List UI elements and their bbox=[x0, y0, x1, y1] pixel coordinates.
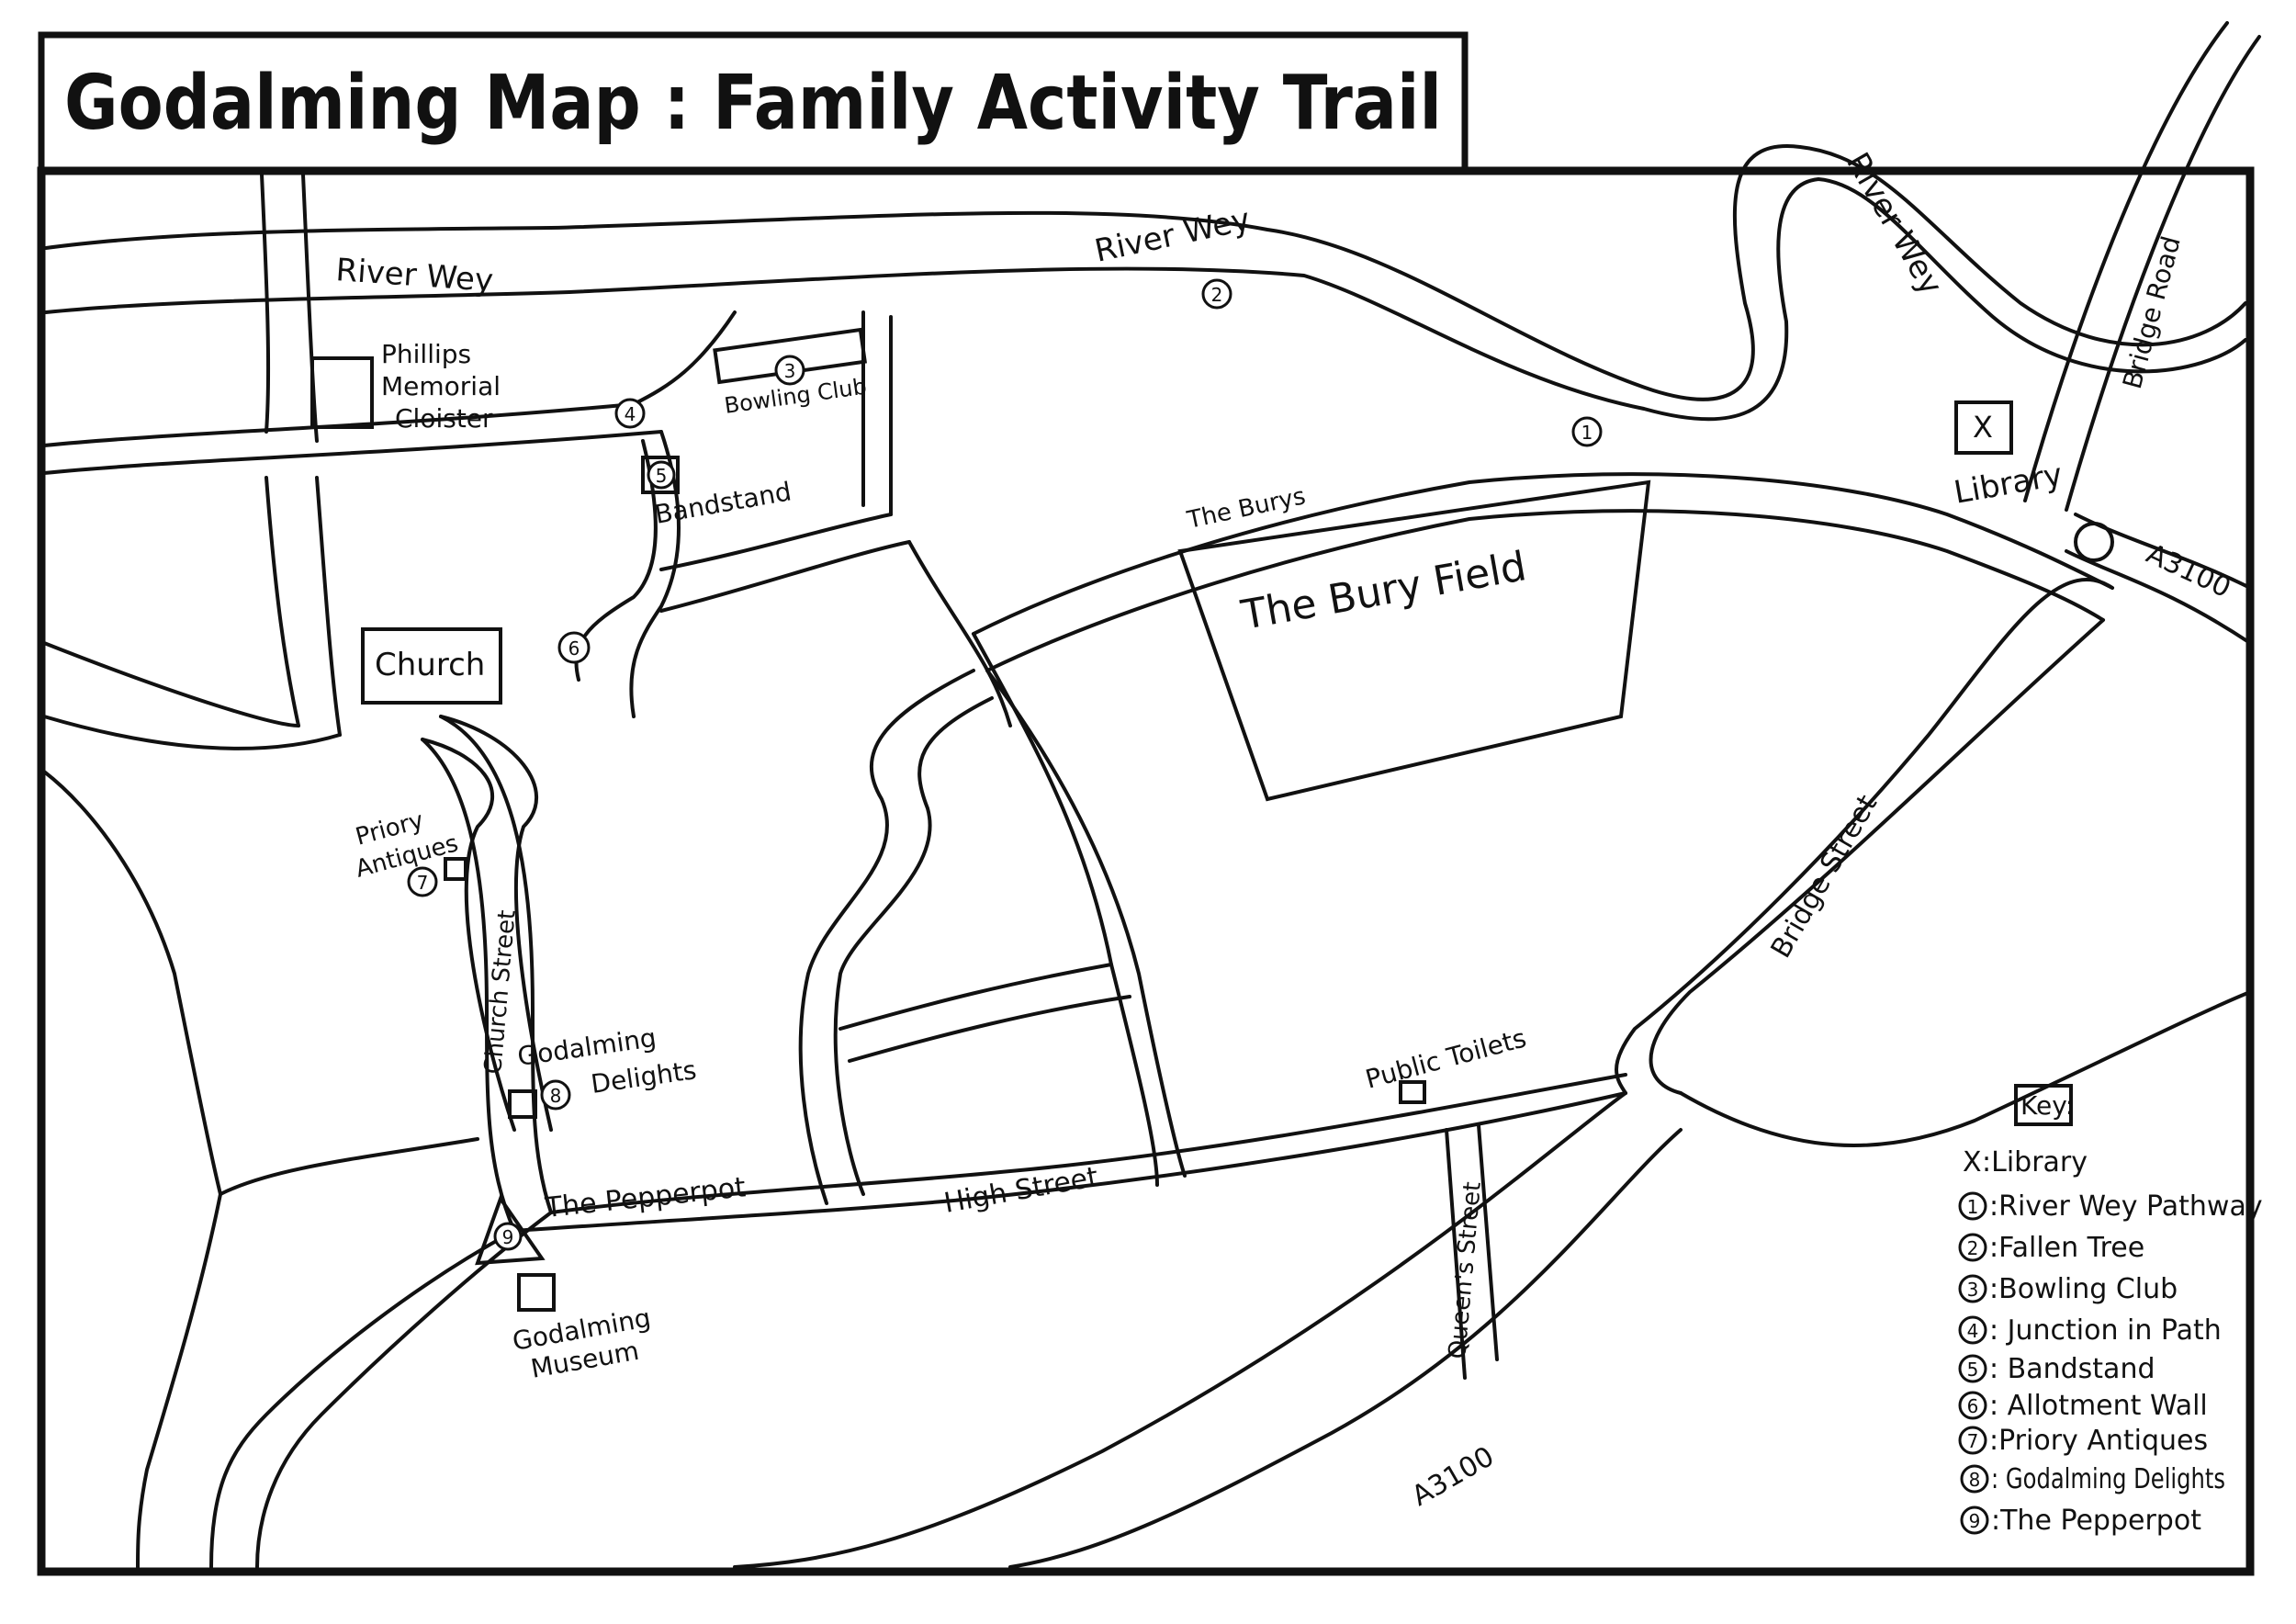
trail-marker-5[interactable]: 5 bbox=[647, 460, 676, 490]
south-west-roads bbox=[42, 770, 553, 1569]
library-mark: X bbox=[1973, 410, 1993, 445]
trail-marker-1[interactable]: 1 bbox=[1571, 416, 1603, 447]
key-item-4: 4 : Junction in Path bbox=[1958, 1314, 2222, 1347]
svg-text:8: 8 bbox=[1969, 1469, 1981, 1491]
svg-text:2: 2 bbox=[1967, 1237, 1979, 1259]
svg-text:: Junction in Path: : Junction in Path bbox=[1989, 1314, 2222, 1347]
phillips-label-line3: Cloister bbox=[395, 403, 493, 434]
key-heading: Key: bbox=[2020, 1090, 2074, 1121]
river-wey: River Wey River Wey River Wey bbox=[44, 144, 2247, 422]
svg-text:4: 4 bbox=[1967, 1320, 1979, 1342]
svg-text::Bowling Club: :Bowling Club bbox=[1989, 1273, 2178, 1305]
church-label: Church bbox=[375, 647, 485, 683]
svg-text:1: 1 bbox=[1581, 422, 1593, 444]
trail-marker-6[interactable]: 6 bbox=[557, 631, 591, 664]
priory-antiques-building bbox=[444, 857, 467, 881]
bury-field-boundary bbox=[1177, 479, 1651, 802]
the-burys-label: The Burys bbox=[1184, 482, 1308, 535]
the-burys-road: The Burys bbox=[972, 472, 2114, 672]
church-street: Church Street bbox=[421, 715, 553, 1233]
svg-text:5: 5 bbox=[1967, 1359, 1979, 1381]
library-building bbox=[1954, 400, 2013, 455]
key-item-5: 5 : Bandstand bbox=[1958, 1353, 2155, 1385]
central-roads bbox=[798, 632, 1187, 1205]
bridge-street: Bridge Street bbox=[1615, 578, 2114, 1095]
svg-text:: Bandstand: : Bandstand bbox=[1989, 1353, 2155, 1385]
key-library-mark: X bbox=[1963, 1146, 1982, 1179]
svg-text:: Allotment Wall: : Allotment Wall bbox=[1989, 1390, 2208, 1422]
trail-markers: 1 2 3 4 5 6 7 8 bbox=[407, 278, 1603, 1251]
key-library-text: :Library bbox=[1982, 1146, 2088, 1179]
svg-text:6: 6 bbox=[1967, 1395, 1979, 1417]
trail-marker-9[interactable]: 9 bbox=[493, 1222, 523, 1251]
svg-text::Fallen Tree: :Fallen Tree bbox=[1989, 1232, 2144, 1264]
svg-text:1: 1 bbox=[1967, 1196, 1979, 1218]
svg-text:3: 3 bbox=[784, 360, 796, 382]
svg-text::Priory Antiques: :Priory Antiques bbox=[1989, 1425, 2208, 1457]
godalming-delights-building bbox=[508, 1089, 537, 1119]
svg-text:: Godalming Delights: : Godalming Delights bbox=[1991, 1463, 2225, 1495]
roundabout bbox=[2074, 522, 2114, 562]
map-title: Godalming Map : Family Activity Trail bbox=[64, 60, 1442, 147]
key-item-9: 9 :The Pepperpot bbox=[1960, 1505, 2201, 1537]
a3100-east-label: A3100 bbox=[2142, 538, 2236, 605]
pepperpot-triangle bbox=[475, 1194, 546, 1266]
svg-text::The Pepperpot: :The Pepperpot bbox=[1991, 1505, 2201, 1537]
map-frame bbox=[37, 166, 2255, 1576]
svg-text:2: 2 bbox=[1211, 284, 1223, 306]
river-wey-label-center: River Wey bbox=[1092, 201, 1254, 270]
bandstand-building bbox=[641, 456, 680, 494]
public-toilets-label: Public Toilets bbox=[1362, 1022, 1529, 1094]
key-item-8: 8 : Godalming Delights bbox=[1960, 1463, 2225, 1495]
godalming-museum-building bbox=[517, 1273, 556, 1312]
svg-text:4: 4 bbox=[625, 403, 636, 425]
trail-marker-7[interactable]: 7 bbox=[407, 866, 438, 897]
phillips-label-line1: Phillips bbox=[381, 339, 471, 369]
phillips-memorial-building bbox=[310, 356, 374, 429]
trail-marker-4[interactable]: 4 bbox=[614, 398, 646, 429]
svg-text:9: 9 bbox=[1969, 1510, 1981, 1532]
phillips-label-line2: Memorial bbox=[381, 371, 501, 401]
key-item-2: 2 :Fallen Tree bbox=[1958, 1232, 2144, 1264]
key-item-3: 3 :Bowling Club bbox=[1958, 1273, 2178, 1305]
svg-text:7: 7 bbox=[1967, 1430, 1979, 1452]
title-box: Godalming Map : Family Activity Trail bbox=[38, 31, 1469, 175]
bridge-street-label: Bridge Street bbox=[1765, 789, 1885, 964]
svg-text:9: 9 bbox=[502, 1226, 514, 1248]
a3100-south-label: A3100 bbox=[1407, 1440, 1500, 1513]
trail-marker-2[interactable]: 2 bbox=[1201, 278, 1232, 310]
key-item-6: 6 : Allotment Wall bbox=[1958, 1390, 2208, 1422]
svg-text:3: 3 bbox=[1967, 1279, 1979, 1301]
public-toilets-building bbox=[1399, 1080, 1426, 1104]
key-heading-box bbox=[2014, 1084, 2073, 1126]
river-wey-label-west: River Wey bbox=[334, 252, 494, 299]
svg-text:5: 5 bbox=[656, 465, 668, 487]
trail-marker-3[interactable]: 3 bbox=[774, 355, 805, 386]
key-item-1: 1 :River Wey Pathway bbox=[1958, 1190, 2263, 1223]
svg-text:6: 6 bbox=[568, 637, 580, 660]
map-key: Key: X :Library 1 :River Wey Pathway 2 :… bbox=[1958, 1084, 2263, 1537]
library-label: Library bbox=[1952, 457, 2065, 512]
church-building bbox=[361, 627, 502, 705]
svg-text:7: 7 bbox=[417, 872, 429, 894]
trail-marker-8[interactable]: 8 bbox=[540, 1079, 571, 1111]
svg-text::River Wey Pathway: :River Wey Pathway bbox=[1989, 1190, 2263, 1223]
key-item-7: 7 :Priory Antiques bbox=[1958, 1425, 2208, 1457]
delights-label-line2: Delights bbox=[589, 1054, 698, 1100]
bury-field-label: The Bury Field bbox=[1237, 543, 1530, 639]
bridge-road: Bridge Road bbox=[2023, 21, 2261, 512]
svg-text:8: 8 bbox=[550, 1085, 562, 1107]
